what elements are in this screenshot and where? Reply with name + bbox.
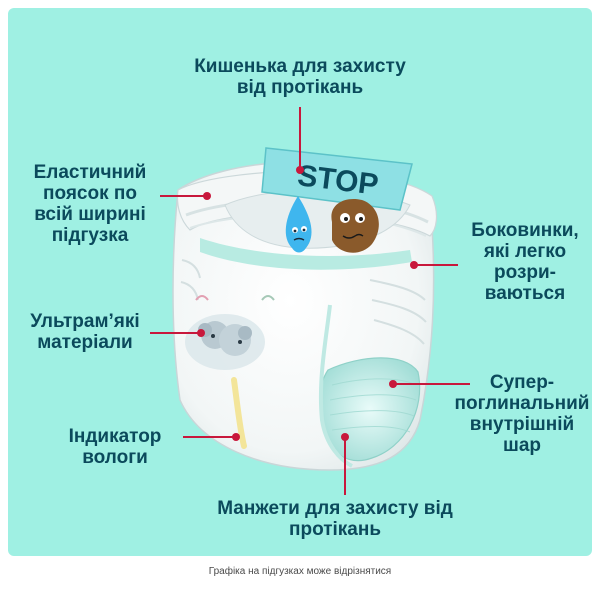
label-absorbent-layer: Супер- поглинальний внутрішній шар [454,372,590,456]
pointer-dot-elastic [203,192,211,200]
pointer-dot-cuffs [341,433,349,441]
pointer-dot-top [296,166,304,174]
pointer-dot-soft [197,329,205,337]
footnote: Графіка на підгузках може відрізнятися [208,566,392,577]
pointer-dot-absorb [389,380,397,388]
label-leak-cuffs: Манжети для захисту від протікань [217,498,453,540]
label-leak-pocket: Кишенька для захисту від протікань [194,56,406,98]
label-elastic-waistband: Еластичний поясок по всій ширині підгузк… [33,162,147,246]
label-ultra-soft-materials: Ультрам’які матеріали [30,311,140,353]
pointer-dot-sides [410,261,418,269]
pointer-lines [150,107,470,495]
pointer-dot-indicator [232,433,240,441]
label-easy-tear-sides: Боковинки, які легко розри- ваються [471,220,579,304]
label-wetness-indicator: Індикатор вологи [68,426,162,468]
